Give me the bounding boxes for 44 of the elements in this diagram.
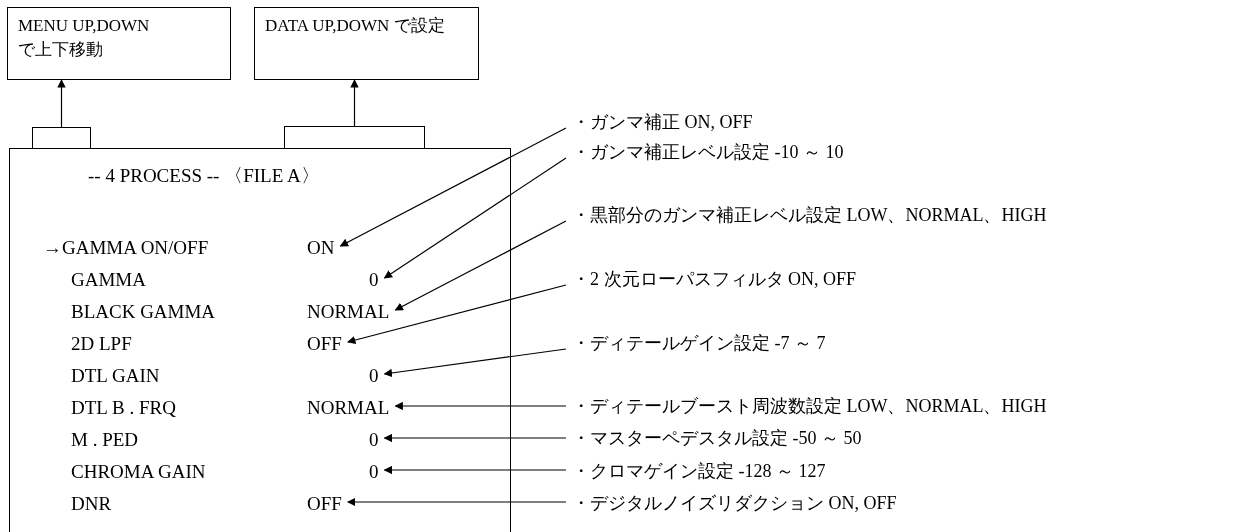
- menu-value: OFF: [307, 332, 342, 356]
- leader-arrow: [347, 284, 567, 345]
- menu-value: 0: [369, 460, 379, 484]
- button-tab: [32, 127, 91, 149]
- annotation-text: ・デジタルノイズリダクション ON, OFF: [572, 491, 897, 515]
- menu-screen: [9, 148, 511, 532]
- instruction-box: DATA UP,DOWN で設定: [254, 7, 479, 80]
- menu-item-label: CHROMA GAIN: [71, 460, 206, 484]
- menu-item-label: DNR: [71, 492, 112, 516]
- menu-item-label: M . PED: [71, 428, 139, 452]
- arrow: [350, 79, 359, 127]
- menu-value: ON: [307, 236, 335, 260]
- menu-value: 0: [369, 268, 379, 292]
- leader-arrow: [394, 220, 567, 311]
- annotation-text: ・ディテールゲイン設定 -7 ～ 7: [572, 331, 826, 355]
- menu-item-label: 2D LPF: [71, 332, 132, 356]
- button-tab: [284, 126, 425, 149]
- leader-arrow: [383, 465, 567, 475]
- menu-value: OFF: [307, 492, 342, 516]
- leader-arrow: [339, 127, 567, 247]
- menu-item-label: DTL GAIN: [71, 364, 160, 388]
- leader-arrow: [394, 401, 567, 411]
- menu-value: 0: [369, 428, 379, 452]
- annotation-text: ・マスターペデスタル設定 -50 ～ 50: [572, 426, 862, 450]
- arrow: [57, 79, 66, 128]
- annotation-text: ・2 次元ローパスフィルタ ON, OFF: [572, 267, 857, 291]
- menu-item-label: BLACK GAMMA: [71, 300, 216, 324]
- menu-value: NORMAL: [307, 300, 390, 324]
- leader-arrow: [383, 433, 567, 443]
- annotation-text: ・ディテールブースト周波数設定 LOW、NORMAL、HIGH: [572, 394, 1047, 418]
- instruction-box: MENU UP,DOWN で上下移動: [7, 7, 231, 80]
- screen-title: -- 4 PROCESS -- 〈FILE A〉: [88, 164, 320, 188]
- annotation-text: ・クロマゲイン設定 -128 ～ 127: [572, 459, 826, 483]
- annotation-text: ・ガンマ補正 ON, OFF: [572, 110, 753, 134]
- leader-arrow: [383, 157, 567, 279]
- menu-value: NORMAL: [307, 396, 390, 420]
- annotation-text: ・黒部分のガンマ補正レベル設定 LOW、NORMAL、HIGH: [572, 203, 1047, 227]
- menu-value: 0: [369, 364, 379, 388]
- menu-item-label: →GAMMA ON/OFF: [43, 236, 209, 260]
- menu-item-label: DTL B . FRQ: [71, 396, 176, 420]
- annotation-text: ・ガンマ補正レベル設定 -10 ～ 10: [572, 140, 844, 164]
- leader-arrow: [383, 348, 567, 378]
- leader-arrow: [347, 497, 567, 507]
- menu-item-label: GAMMA: [71, 268, 146, 292]
